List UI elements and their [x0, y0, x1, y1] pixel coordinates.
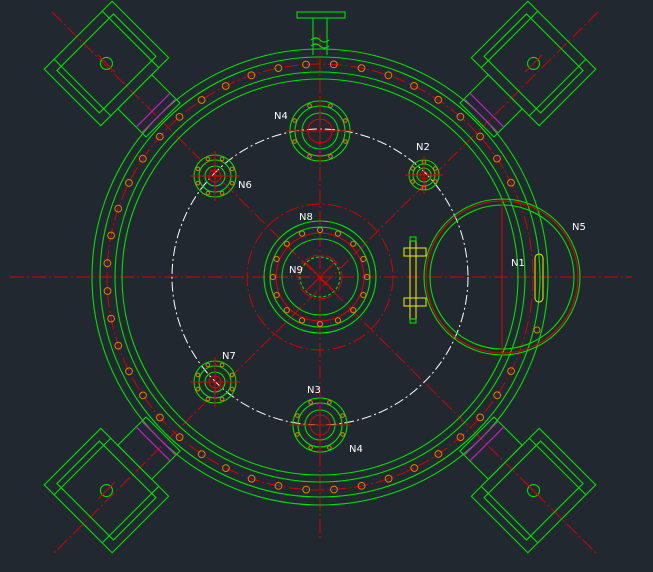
bolt-hole: [360, 255, 367, 263]
label-n6: N6: [238, 180, 252, 191]
bolt-hole: [114, 204, 123, 213]
bolt-hole: [222, 464, 230, 473]
small-nozzles: [190, 97, 443, 456]
bolt-hole: [507, 178, 515, 187]
bolt-hole: [334, 317, 342, 324]
bolt-hole: [103, 287, 112, 295]
label-n5: N5: [572, 222, 586, 233]
bolt-hole: [507, 367, 516, 376]
bolt-hole: [410, 82, 419, 90]
label-n8: N8: [299, 212, 313, 223]
bolt-hole: [138, 154, 147, 163]
label-n1: N1: [511, 258, 525, 269]
bolt-hole: [410, 464, 419, 472]
support-lugs: [43, 0, 597, 554]
bolt-hole: [283, 240, 290, 247]
bolt-hole: [274, 482, 283, 490]
manway-n5: [423, 198, 581, 356]
support-lug-bottom-left: [43, 416, 181, 554]
bolt-hole: [350, 240, 357, 247]
bolt-hole: [360, 291, 367, 299]
outer-flange-bolt-holes: [103, 60, 516, 494]
bolt-hole: [316, 226, 324, 234]
bolt-hole: [175, 113, 184, 121]
label-n3: N3: [307, 385, 321, 396]
bolt-hole: [456, 433, 465, 442]
nozzle-labels: N4 N2 N6 N8 N9 N1 N5 N7 N3 N4: [222, 111, 586, 455]
bolt-hole: [107, 231, 115, 240]
bolt-hole: [476, 413, 485, 422]
outer-shell: [91, 48, 549, 506]
label-n7: N7: [222, 351, 236, 362]
bolt-hole: [493, 154, 501, 163]
label-n2: N2: [416, 142, 430, 153]
bolt-hole: [357, 482, 366, 490]
bolt-hole: [155, 132, 164, 141]
label-n4-bottom: N4: [349, 444, 363, 455]
support-lug-bottom-right: [459, 416, 597, 554]
nozzle-n4_top: [286, 97, 354, 165]
bolt-hole: [139, 391, 147, 400]
central-flange-bolt-holes: [269, 226, 371, 328]
bolt-hole: [114, 341, 123, 350]
bolt-hole: [221, 82, 230, 90]
bolt-hole: [330, 485, 338, 494]
bolt-hole: [384, 474, 393, 483]
bolt-hole: [273, 255, 280, 263]
bolt-hole: [363, 273, 371, 281]
bolt-hole: [334, 230, 342, 237]
nozzle-n7: [190, 357, 240, 407]
bolt-hole: [350, 307, 357, 314]
bolt-hole: [298, 230, 306, 237]
bolt-hole: [329, 60, 338, 69]
label-n4-top: N4: [274, 111, 288, 122]
top-outlet-nozzle: [296, 11, 346, 55]
bolt-hole: [434, 450, 443, 458]
bolt-hole: [456, 112, 465, 121]
nozzle-n2: [405, 156, 443, 194]
bolt-hole: [175, 433, 184, 442]
bolt-hole: [197, 96, 206, 104]
bolt-hole: [384, 71, 393, 80]
label-n9: N9: [289, 265, 303, 276]
bolt-hole: [247, 474, 256, 483]
bolt-hole: [493, 391, 502, 400]
bolt-hole: [107, 314, 115, 323]
bolt-hole: [197, 450, 206, 459]
bolt-hole: [316, 320, 324, 328]
bolt-hole: [434, 95, 443, 104]
bolt-hole: [302, 485, 311, 494]
bolt-hole: [269, 273, 277, 281]
support-lug-top-right: [459, 0, 597, 138]
bolt-hole: [283, 307, 290, 314]
manway-hinge: [403, 236, 427, 324]
bolt-hole: [298, 317, 306, 324]
support-lug-top-left: [43, 0, 181, 138]
nozzle-n3: [289, 394, 351, 456]
bolt-hole: [247, 71, 256, 80]
bolt-hole: [156, 413, 164, 422]
bolt-hole: [357, 64, 366, 72]
bolt-hole: [124, 179, 133, 187]
bolt-hole: [302, 60, 310, 69]
bolt-hole: [274, 64, 283, 72]
bolt-hole: [273, 291, 280, 299]
bolt-hole: [125, 367, 133, 376]
bolt-hole: [476, 132, 485, 141]
nozzle-n6: [190, 151, 240, 201]
bolt-hole: [103, 259, 112, 268]
